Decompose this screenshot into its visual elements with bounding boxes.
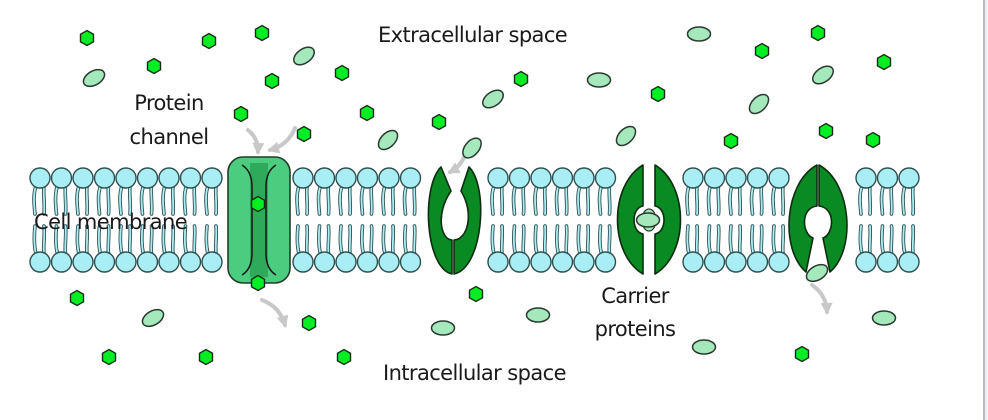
small-molecule [146,57,162,75]
small-molecule [301,314,317,332]
phospholipid-bilayer [29,167,920,273]
small-molecule [513,70,529,88]
small-molecule [865,131,881,149]
extracellular-space-label: Extracellular space [378,23,568,47]
carrier-proteins [427,164,848,275]
phospholipid [594,167,617,273]
phospholipid [179,167,202,273]
phospholipid [115,167,137,273]
phospholipid [855,167,877,273]
channel-pore [250,163,268,277]
phospholipid [573,167,595,273]
small-molecule [794,345,810,363]
large-molecule [871,310,897,326]
cell-membrane-label: Cell membrane [34,210,188,234]
small-molecule [468,285,484,303]
movement-arrows [246,126,833,328]
carrier-protein-open-outside [427,166,482,275]
phospholipid [292,167,314,273]
small-molecule [359,104,375,122]
movement-arrow [810,283,833,315]
large-molecule [141,308,165,328]
phospholipid [898,167,920,273]
carrier-proteins-label-line2: proteins [594,317,676,341]
small-molecules [69,24,892,366]
window-border-shade [985,0,988,420]
carrier-proteins-label-line1: Carrier [601,284,669,308]
large-molecule [686,26,712,42]
intracellular-space-label: Intracellular space [383,361,567,385]
small-molecule [334,64,350,82]
large-molecule [82,68,106,88]
small-molecule [101,348,117,366]
large-molecules [82,26,897,355]
large-molecule [615,125,637,147]
small-molecule [810,24,826,42]
small-molecule [250,274,266,292]
small-molecule [723,132,739,150]
large-molecule [430,320,456,336]
phospholipid [50,167,73,273]
small-molecule [650,85,666,103]
carrier-protein-closed-with-molecule [616,164,682,275]
large-molecule [586,72,612,88]
small-molecule [754,42,770,60]
movement-arrow [267,126,297,154]
small-molecule [818,122,834,140]
phospholipid [313,167,336,273]
phospholipid [136,167,159,273]
small-molecule [79,29,95,47]
phospholipid [378,167,400,273]
movement-arrow [260,298,289,328]
large-molecule [748,93,770,115]
phospholipid [682,167,704,273]
large-molecule [293,46,315,66]
small-molecule [431,113,447,131]
phospholipid [746,167,769,273]
phospholipid [399,167,422,273]
phospholipid [551,167,574,273]
large-molecule [635,212,661,228]
small-molecule [201,32,217,50]
phospholipid [29,167,51,273]
phospholipid [487,167,509,273]
small-molecule [336,348,352,366]
protein-channel-label-line2: channel [129,125,210,149]
phospholipid [876,167,899,273]
small-molecule [233,105,249,123]
large-molecule [812,65,834,85]
large-molecule [691,339,717,355]
phospholipid [768,167,790,273]
large-molecule [482,89,504,109]
large-molecule [377,129,399,151]
small-molecule [296,125,312,143]
small-molecule [250,195,266,213]
phospholipid [725,167,747,273]
phospholipid [356,167,379,273]
phospholipid [335,167,357,273]
window-border [983,0,985,420]
small-molecule [264,72,280,90]
large-molecule [462,137,482,159]
phospholipid [508,167,531,273]
carrier-protein-open-inside [788,164,848,273]
protein-channel-label-line1: Protein [134,91,204,115]
small-molecule [254,24,270,42]
protein-channel [227,156,291,284]
movement-arrow [246,128,265,155]
phospholipid [158,167,180,273]
small-molecule [198,348,214,366]
phospholipid [201,167,223,273]
small-molecule [69,289,85,307]
small-molecule [876,53,892,71]
phospholipid [530,167,552,273]
phospholipid [703,167,726,273]
phospholipid [93,167,116,273]
phospholipid [72,167,94,273]
large-molecule [805,263,829,283]
large-molecule [525,307,551,323]
